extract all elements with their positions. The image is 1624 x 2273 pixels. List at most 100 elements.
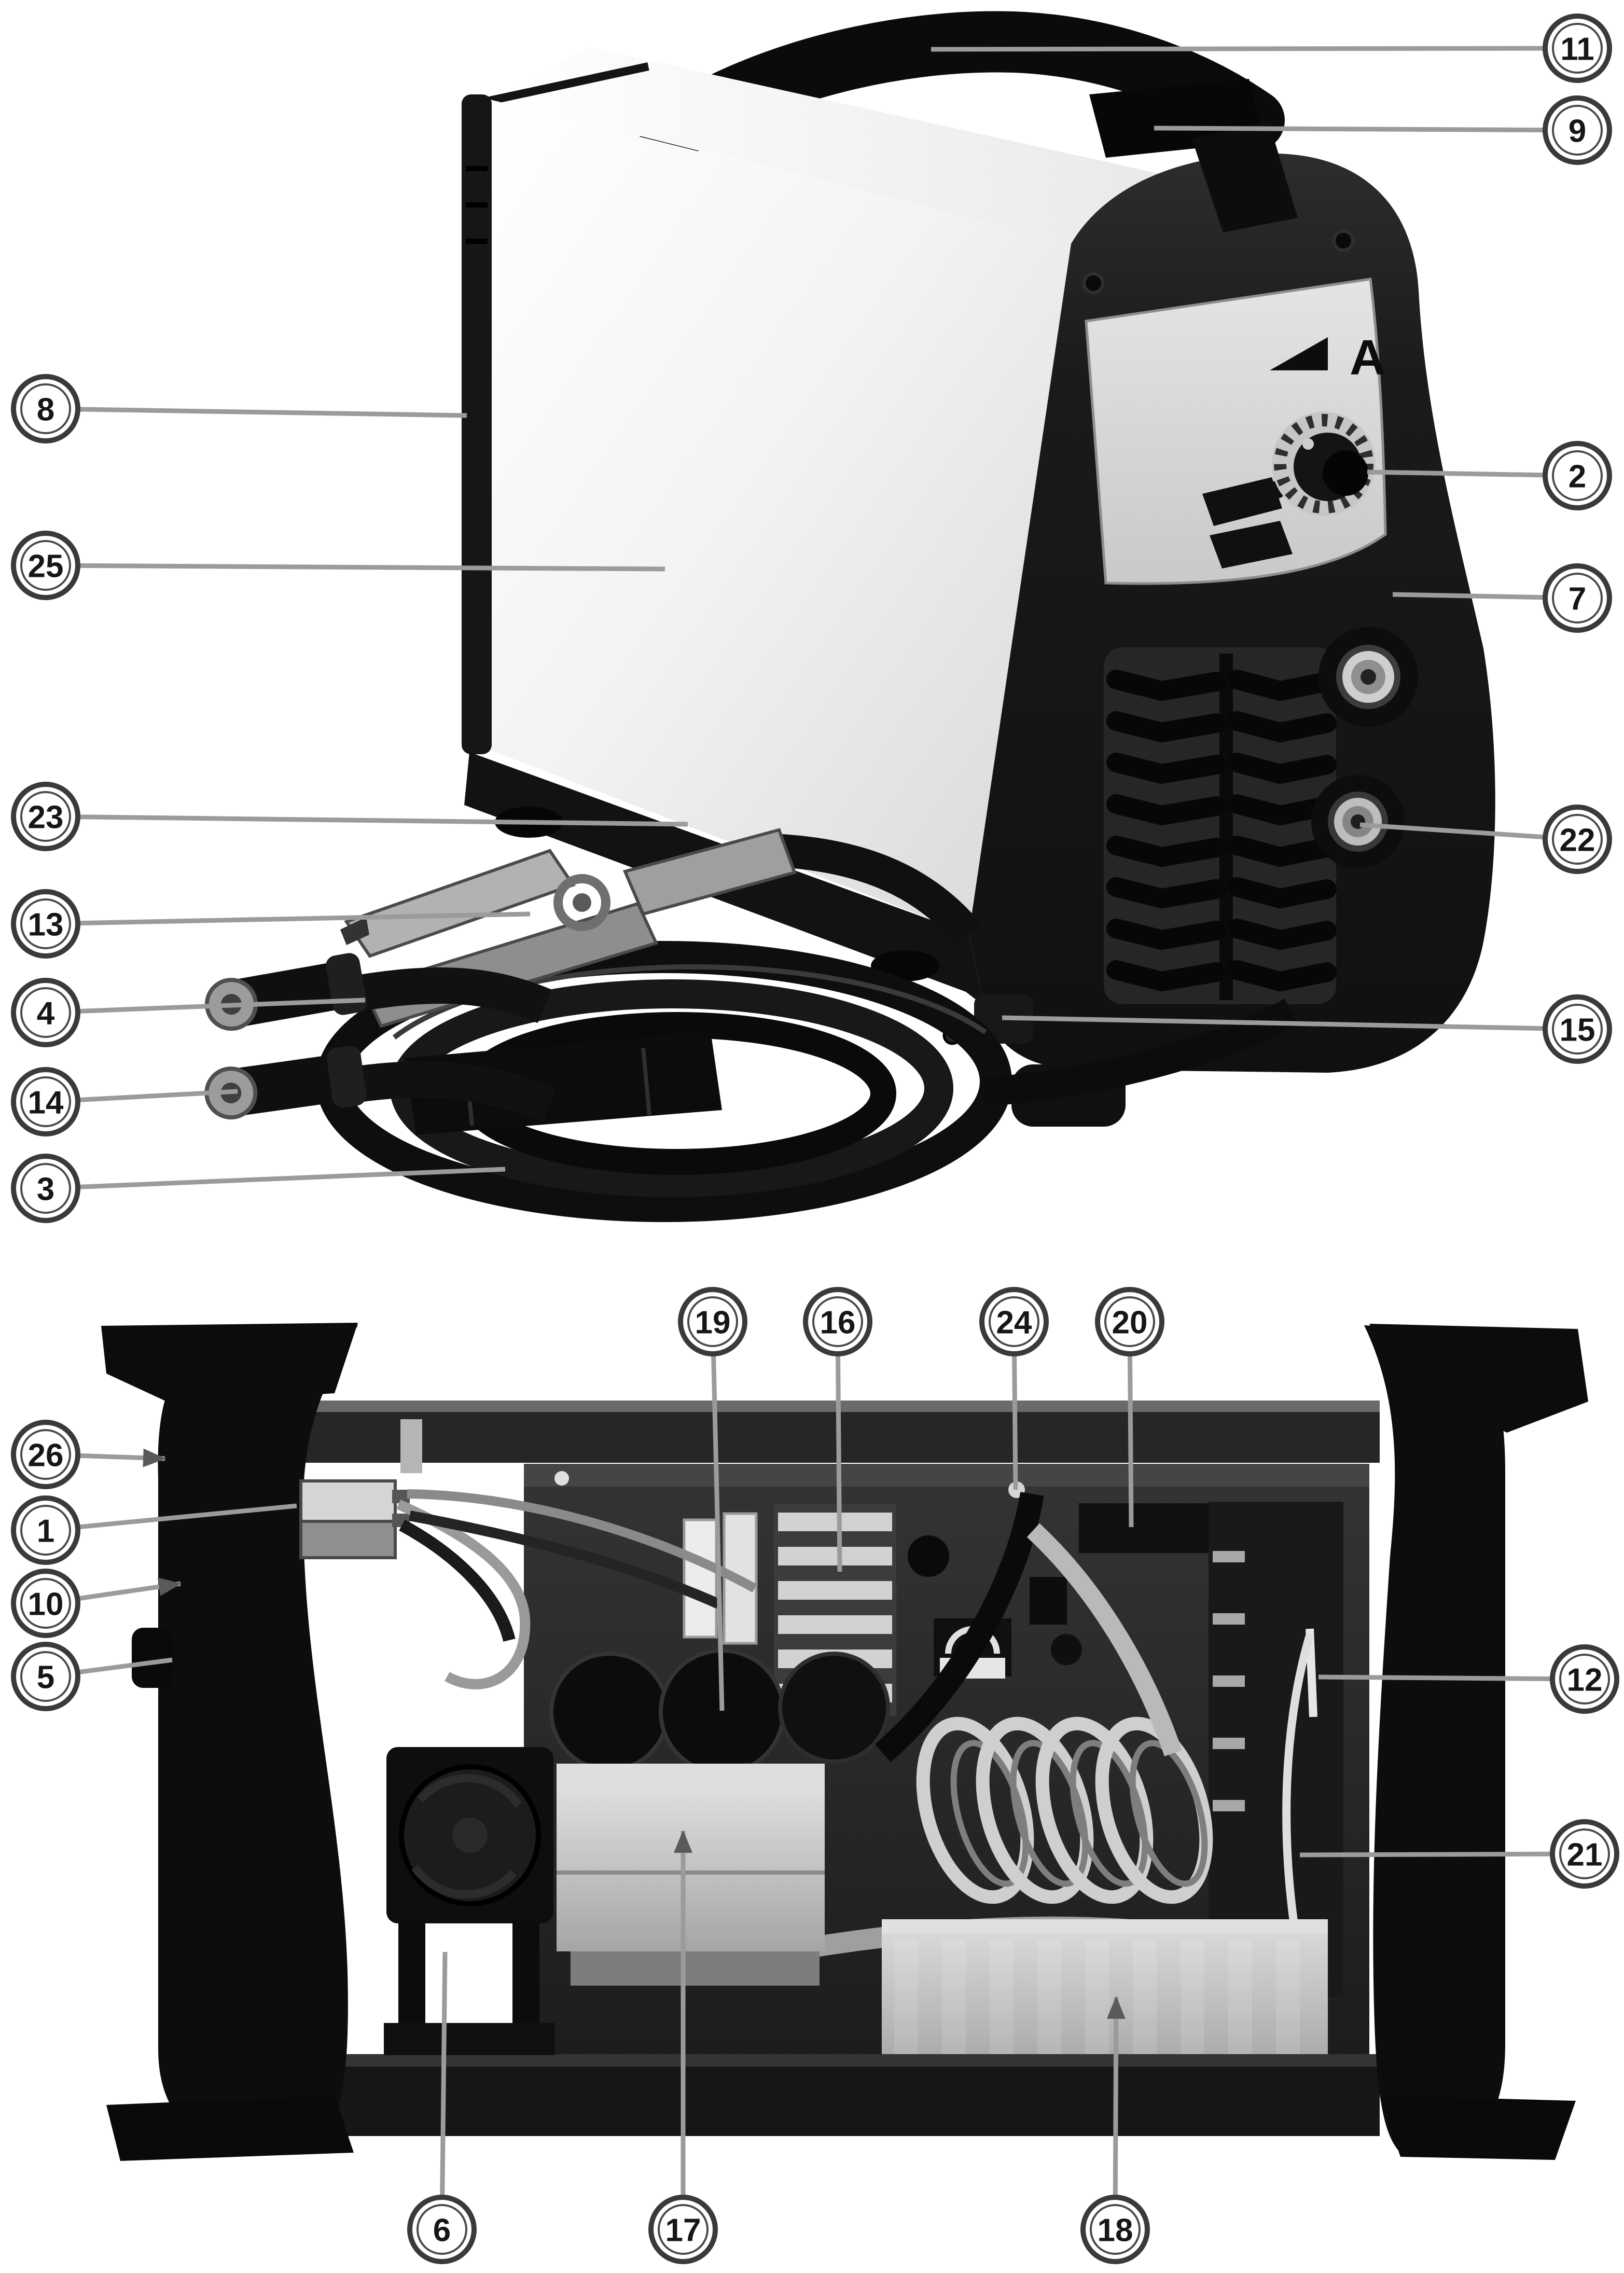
toroid-loop-shadow — [1129, 1740, 1208, 1887]
callout-number: 2 — [1569, 459, 1586, 494]
chassis-bar-highlight — [290, 1401, 1380, 1412]
callout-number: 20 — [1112, 1305, 1148, 1340]
callout-3: 3 — [11, 1154, 506, 1223]
trim-vent-slit — [466, 166, 488, 171]
callout-ring — [11, 1642, 80, 1711]
callout-number: 18 — [1098, 2212, 1133, 2248]
knob-tick-ring — [1274, 414, 1373, 514]
cable-gland — [132, 1628, 173, 1688]
output-socket-lower[interactable] — [1311, 775, 1405, 868]
clamp-pivot — [573, 893, 591, 912]
callout-20: 20 — [1095, 1287, 1164, 1528]
callout-ring — [1095, 1287, 1164, 1356]
callout-number: 4 — [37, 995, 55, 1031]
grille-slat — [1106, 753, 1226, 784]
leader-line — [45, 911, 531, 926]
callout-16: 16 — [803, 1287, 872, 1572]
amperage-knob[interactable] — [1272, 412, 1376, 516]
lamination-stripe — [990, 1940, 1014, 2056]
leader-line — [45, 1167, 506, 1191]
callout-number: 16 — [820, 1305, 856, 1340]
trim-vent-slit — [466, 202, 488, 207]
clamp-cable — [780, 834, 982, 946]
leader-line — [1002, 1015, 1578, 1032]
callout-inner-ring — [20, 540, 71, 591]
plug-collar — [326, 1046, 367, 1108]
control-panel: A — [1085, 278, 1387, 585]
callout-number: 11 — [1560, 31, 1594, 67]
block-body — [557, 1789, 825, 1951]
toroid-loop — [976, 1716, 1094, 1904]
heatsink-fin — [778, 1547, 892, 1565]
bumper-foot — [106, 2096, 354, 2161]
callout-inner-ring — [20, 1076, 71, 1127]
callout-inner-ring — [20, 1429, 71, 1480]
plug-cable — [355, 967, 552, 1023]
switch-wire-to-board — [407, 1489, 757, 1592]
callout-12: 12 — [1318, 1644, 1619, 1714]
heatsink-fin — [778, 1581, 892, 1600]
grille-slat — [1227, 711, 1337, 743]
cable-to-machine — [984, 999, 1299, 1106]
leader-line — [45, 997, 366, 1015]
grille-slat — [1227, 960, 1337, 992]
callout-inner-ring — [989, 1296, 1039, 1347]
ground-terminal-clip — [400, 1419, 422, 1473]
callout-inner-ring — [1559, 1654, 1610, 1704]
switch-wire-loop — [396, 1499, 531, 1689]
grille-slat — [1106, 711, 1226, 743]
callout-number: 7 — [1569, 581, 1586, 617]
socket-hole — [1361, 669, 1376, 685]
callout-ring — [1543, 95, 1612, 165]
callout-15: 15 — [1002, 994, 1612, 1064]
callout-ring — [1550, 1644, 1619, 1714]
callout-number: 22 — [1560, 822, 1595, 858]
callout-ring — [979, 1287, 1049, 1356]
callout-14: 14 — [11, 1067, 238, 1136]
callout-ring — [11, 1420, 80, 1489]
transformer-body — [882, 1933, 1328, 2062]
callout-inner-ring — [1552, 23, 1603, 74]
callout-inner-ring — [20, 898, 71, 949]
callout-4: 4 — [11, 978, 366, 1047]
board-component — [1030, 1577, 1067, 1625]
callout-ring — [11, 1154, 80, 1223]
leader-line — [45, 563, 665, 572]
lamination-stripe — [894, 1940, 918, 2056]
callout-inner-ring — [1552, 1004, 1603, 1055]
callout-ring — [11, 531, 80, 600]
callout-ring — [11, 978, 80, 1047]
callout-24: 24 — [979, 1287, 1049, 1490]
toroid-loop — [1095, 1716, 1213, 1904]
callout-ring — [11, 1495, 80, 1565]
process-icon-tig — [1210, 521, 1293, 569]
callout-ring — [1080, 2195, 1150, 2264]
leader-line — [1299, 1851, 1585, 1858]
callout-inner-ring — [1559, 1828, 1610, 1879]
strap-tail — [1192, 121, 1298, 232]
callout-inner-ring — [20, 791, 71, 842]
callout-inner-ring — [417, 2204, 467, 2255]
callout-5: 5 — [11, 1642, 173, 1711]
callout-ring — [803, 1287, 872, 1356]
callout-number: 8 — [37, 392, 54, 427]
callout-ring — [1543, 994, 1612, 1064]
output-socket-upper[interactable] — [1318, 627, 1418, 727]
callout-number: 17 — [665, 2212, 701, 2248]
front-assembly: A — [942, 79, 1495, 1127]
callout-number: 19 — [695, 1305, 731, 1340]
knob-pointer — [1302, 438, 1314, 450]
trim-vent-slit — [466, 239, 488, 244]
power-switch-top[interactable] — [299, 1479, 397, 1523]
callout-number: 1 — [37, 1513, 54, 1549]
pcb-screw — [554, 1471, 569, 1486]
fan-blade-hint — [411, 1865, 517, 1898]
callout-22: 22 — [1359, 805, 1612, 874]
grille-slat — [1106, 960, 1226, 992]
ceramic-resistor — [683, 1518, 718, 1639]
case-side-panel — [490, 100, 1071, 934]
callout-11: 11 — [931, 13, 1612, 83]
callout-number: 9 — [1569, 113, 1586, 149]
callout-inner-ring — [20, 1651, 71, 1702]
power-switch-bottom[interactable] — [299, 1520, 397, 1559]
